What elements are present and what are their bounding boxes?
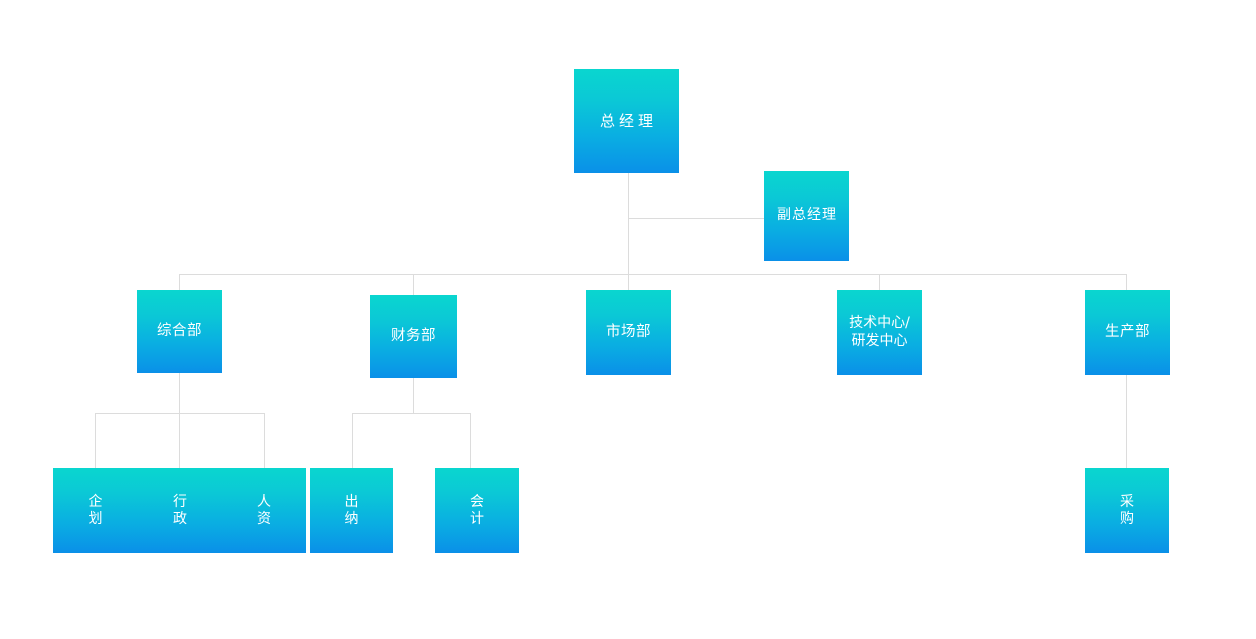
- node-planning-unit[interactable]: 企 划: [53, 468, 138, 553]
- node-human-resources-unit-label: 人 资: [257, 493, 271, 527]
- connector-gm-to-deputy: [628, 218, 764, 219]
- node-general-affairs-department[interactable]: 综合部: [137, 290, 222, 373]
- connector-drop-general: [179, 274, 180, 291]
- connector-main-bus: [179, 274, 1127, 275]
- node-administration-unit[interactable]: 行 政: [138, 468, 222, 553]
- node-finance-department-label: 财务部: [391, 328, 436, 345]
- node-cashier-unit[interactable]: 出 纳: [310, 468, 393, 553]
- node-purchasing-unit[interactable]: 采 购: [1085, 468, 1169, 553]
- connector-general-trunk: [179, 373, 180, 414]
- connector-drop-techrd: [879, 274, 880, 291]
- node-purchasing-unit-label: 采 购: [1120, 493, 1134, 527]
- node-accounting-unit-label: 会 计: [470, 493, 484, 527]
- node-deputy-general-manager[interactable]: 副总经理: [764, 171, 849, 261]
- node-production-department[interactable]: 生产部: [1085, 290, 1170, 375]
- node-planning-unit-label: 企 划: [88, 493, 103, 527]
- node-technical-rd-center[interactable]: 技术中心/ 研发中心: [837, 290, 922, 375]
- connector-produce-to-purchase: [1126, 375, 1127, 469]
- node-general-manager[interactable]: 总经理: [574, 69, 679, 173]
- node-technical-rd-center-label: 技术中心/ 研发中心: [849, 315, 910, 349]
- connector-general-bus: [95, 413, 265, 414]
- node-general-manager-label: 总经理: [599, 111, 657, 130]
- node-deputy-general-manager-label: 副总经理: [777, 207, 837, 224]
- connector-drop-admin: [179, 413, 180, 468]
- node-accounting-unit[interactable]: 会 计: [435, 468, 519, 553]
- node-finance-department[interactable]: 财务部: [370, 295, 457, 378]
- node-marketing-department-label: 市场部: [606, 324, 651, 341]
- node-production-department-label: 生产部: [1105, 324, 1150, 341]
- node-administration-unit-label: 行 政: [173, 493, 187, 527]
- node-human-resources-unit[interactable]: 人 资: [222, 468, 306, 553]
- connector-drop-cashier: [352, 413, 353, 468]
- connector-drop-hr: [264, 413, 265, 468]
- connector-drop-accounting: [470, 413, 471, 468]
- connector-drop-market: [628, 274, 629, 291]
- connector-drop-planning: [95, 413, 96, 468]
- connector-finance-trunk: [413, 378, 414, 414]
- node-general-affairs-department-label: 综合部: [157, 323, 202, 340]
- node-marketing-department[interactable]: 市场部: [586, 290, 671, 375]
- connector-drop-finance: [413, 274, 414, 296]
- general-affairs-subunits-group: 企 划 行 政 人 资: [53, 468, 306, 553]
- connector-gm-trunk: [628, 172, 629, 275]
- connector-finance-bus: [352, 413, 471, 414]
- node-cashier-unit-label: 出 纳: [344, 493, 359, 527]
- connector-drop-produce: [1126, 274, 1127, 291]
